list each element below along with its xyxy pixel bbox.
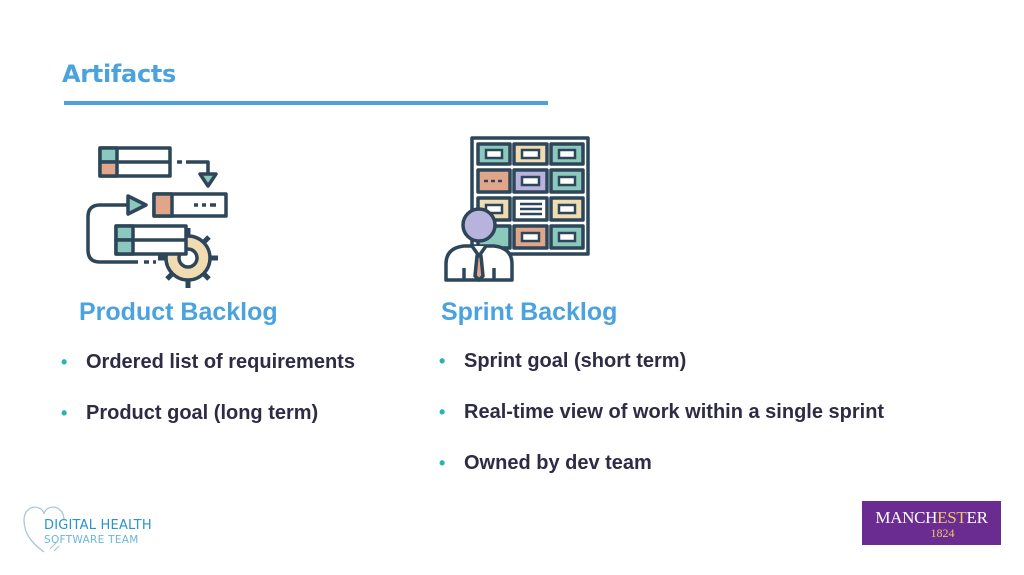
product-backlog-list: •Ordered list of requirements •Product g…	[61, 350, 355, 452]
list-item: •Ordered list of requirements	[61, 351, 355, 373]
digital-health-title: DIGITAL HEALTH	[44, 518, 152, 533]
list-item: •Real-time view of work within a single …	[439, 401, 885, 423]
sprint-board-person-icon	[442, 136, 592, 284]
list-item: •Owned by dev team	[439, 452, 652, 474]
sprint-backlog-list: •Sprint goal (short term) •Real-time vie…	[439, 349, 884, 502]
list-item: •Sprint goal (short term)	[439, 350, 687, 372]
bullet-icon: •	[61, 352, 68, 372]
bullet-icon: •	[439, 402, 446, 422]
bullet-icon: •	[439, 453, 446, 473]
bullet-icon: •	[439, 351, 446, 371]
digital-health-subtitle: SOFTWARE TEAM	[44, 534, 139, 546]
manchester-logo: MANCHESTER 1824	[862, 501, 1001, 545]
product-backlog-heading: Product Backlog	[79, 298, 278, 326]
heart-icon	[23, 506, 65, 553]
backlog-flow-icon	[82, 142, 230, 292]
digital-health-logo: DIGITAL HEALTH SOFTWARE TEAM	[22, 502, 152, 563]
bullet-icon: •	[61, 403, 68, 423]
manchester-year: 1824	[930, 526, 955, 540]
manchester-wordmark: MANCHESTER	[875, 508, 988, 527]
sprint-backlog-heading: Sprint Backlog	[441, 298, 618, 326]
slide-title: Artifacts	[62, 60, 177, 88]
title-underline	[64, 101, 548, 105]
list-item: •Product goal (long term)	[61, 402, 319, 424]
